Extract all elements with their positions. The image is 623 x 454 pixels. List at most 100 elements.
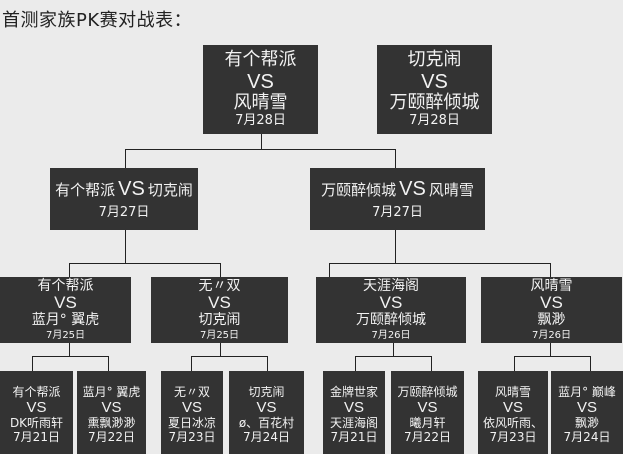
team-b: 依风听雨、	[482, 415, 543, 430]
round1-match-box: 切克闹 VS ø、百花村 7月24日	[229, 371, 304, 454]
connector-line	[191, 356, 192, 371]
connector-line	[393, 343, 394, 356]
match-date: 7月22日	[88, 430, 135, 445]
quarterfinal-match-box: 天涯海阁 VS 万颐醉倾城 7月26日	[316, 277, 466, 343]
team-b: 飘渺	[537, 312, 566, 329]
match-date: 7月27日	[98, 204, 150, 220]
team-b: 切克闹	[198, 312, 241, 329]
connector-line	[355, 356, 432, 357]
team-b: DK听雨轩	[9, 415, 64, 430]
vs-label: VS	[399, 177, 426, 200]
match-date: 7月22日	[404, 430, 451, 445]
vs-label: VS	[26, 399, 47, 417]
match-date: 7月21日	[13, 430, 60, 445]
connector-line	[514, 356, 515, 371]
connector-line	[329, 263, 551, 264]
connector-line	[261, 134, 262, 149]
match-date: 7月26日	[531, 330, 572, 342]
connector-line	[69, 263, 70, 277]
round1-match-box: 无〃双 VS 夏日冰凉 7月23日	[161, 371, 223, 454]
team-a: 万颐醉倾城	[321, 180, 397, 199]
connector-line	[550, 343, 551, 356]
vs-label: VS	[576, 399, 597, 417]
vs-label: VS	[421, 70, 448, 93]
team-a: 蓝月° 翼虎	[82, 385, 141, 400]
vs-label: VS	[256, 399, 277, 417]
connector-line	[108, 356, 109, 371]
team-a: 切克闹	[407, 49, 462, 71]
match-date: 7月24日	[243, 430, 290, 445]
team-a: 切克闹	[248, 385, 285, 400]
round1-match-box: 金牌世家 VS 天涯海阁 7月21日	[323, 371, 385, 454]
connector-line	[69, 263, 221, 264]
connector-line	[329, 263, 330, 277]
team-a: 金牌世家	[329, 385, 378, 400]
team-b: 万颐醉倾城	[389, 91, 480, 113]
team-a: 无〃双	[173, 385, 210, 400]
quarterfinal-match-box: 无〃双 VS 切克闹 7月25日	[151, 277, 288, 343]
team-b: 切克闹	[147, 180, 193, 199]
connector-line	[125, 230, 126, 263]
vs-label: VS	[247, 70, 274, 93]
connector-line	[125, 149, 396, 150]
match-date: 7月26日	[371, 330, 411, 342]
team-a: 天涯海阁	[363, 277, 419, 294]
match-date: 7月27日	[372, 204, 423, 220]
connector-line	[395, 149, 396, 168]
team-b: 蓝月° 翼虎	[31, 312, 100, 329]
match-date: 7月25日	[45, 330, 86, 342]
vs-label: VS	[54, 292, 77, 312]
match-date: 7月25日	[199, 330, 240, 342]
team-a: 风晴雪	[530, 277, 573, 294]
connector-line	[220, 343, 221, 356]
team-b: ø、百花村	[238, 415, 295, 430]
connector-line	[32, 356, 33, 371]
vs-label: VS	[181, 399, 202, 417]
match-date: 7月28日	[235, 113, 286, 129]
connector-line	[355, 356, 356, 371]
match-date: 7月23日	[168, 430, 216, 445]
match-date: 7月28日	[409, 113, 460, 129]
round1-match-box: 蓝月° 巅峰 VS 飘渺 7月24日	[551, 371, 623, 454]
connector-line	[191, 356, 268, 357]
connector-line	[220, 263, 221, 277]
match-date: 7月24日	[563, 430, 611, 445]
team-a: 无〃双	[198, 277, 241, 294]
connector-line	[32, 356, 109, 357]
vs-label: VS	[417, 399, 438, 417]
team-a: 蓝月° 巅峰	[558, 385, 616, 400]
round1-match-box: 蓝月° 翼虎 VS 熏飘渺渺 7月22日	[77, 371, 146, 454]
connector-line	[125, 149, 126, 168]
quarterfinal-match-box: 有个帮派 VS 蓝月° 翼虎 7月25日	[0, 277, 131, 343]
connector-line	[267, 356, 268, 371]
final-match-box: 切克闹 VS 万颐醉倾城 7月28日	[377, 45, 492, 134]
vs-label: VS	[502, 399, 523, 417]
team-a: 万颐醉倾城	[397, 385, 458, 400]
team-b: 夏日冰凉	[167, 415, 216, 430]
final-match-box: 有个帮派 VS 风晴雪 7月28日	[203, 45, 318, 134]
team-a: 有个帮派	[55, 180, 116, 199]
match-date: 7月21日	[330, 430, 378, 445]
vs-label: VS	[101, 399, 122, 417]
team-a: 有个帮派	[37, 277, 94, 294]
team-b: 熏飘渺渺	[87, 415, 136, 430]
team-b: 万颐醉倾城	[356, 312, 426, 329]
match-date: 7月23日	[489, 430, 537, 445]
vs-label: VS	[118, 177, 145, 200]
connector-line	[514, 356, 591, 357]
connector-line	[550, 263, 551, 277]
vs-label: VS	[343, 399, 364, 417]
round1-match-box: 风晴雪 VS 依风听雨、 7月23日	[478, 371, 548, 454]
team-a: 有个帮派	[12, 385, 61, 400]
team-b: 风晴雪	[233, 91, 288, 113]
quarterfinal-match-box: 风晴雪 VS 飘渺 7月26日	[481, 277, 622, 343]
team-a: 风晴雪	[494, 385, 531, 400]
page-title: 首测家族PK赛对战表：	[2, 10, 193, 31]
team-b: 飘渺	[574, 415, 599, 430]
team-b: 风晴雪	[428, 180, 474, 199]
vs-label: VS	[540, 292, 563, 312]
connector-line	[431, 356, 432, 371]
connector-line	[69, 343, 70, 356]
